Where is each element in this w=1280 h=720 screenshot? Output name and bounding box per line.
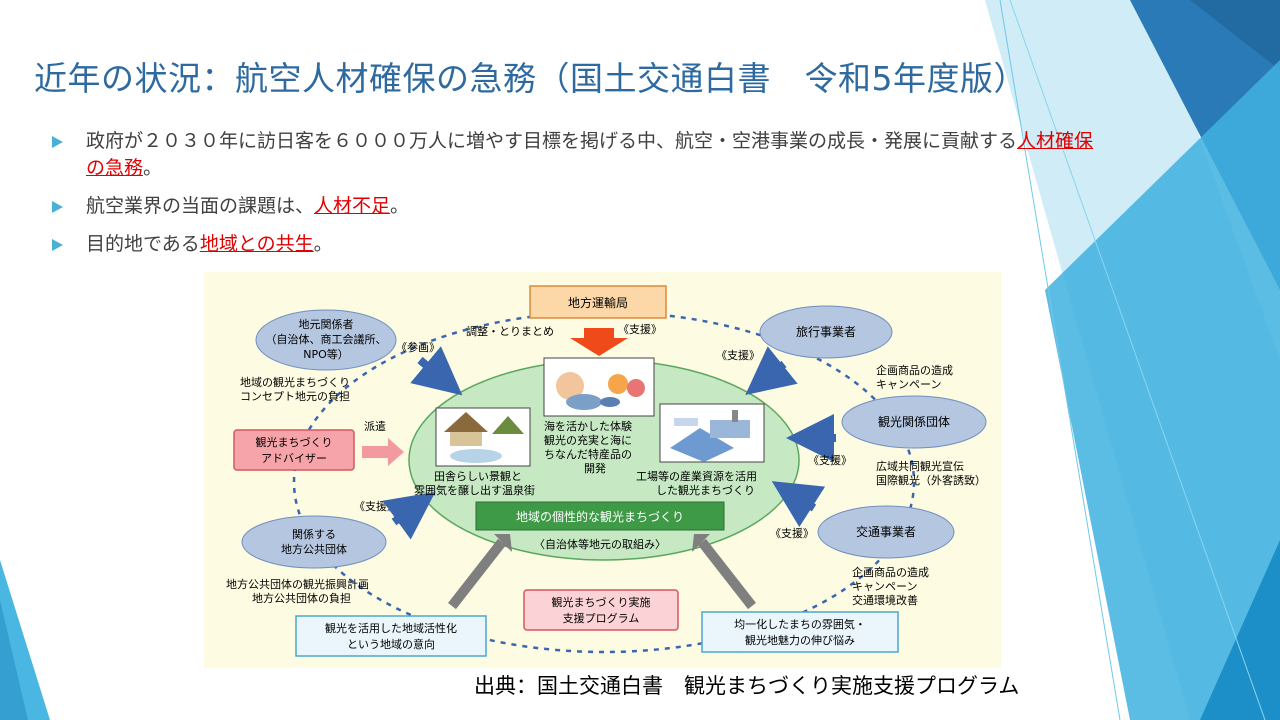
rural-text-2: 雰囲気を醸し出す温泉街 — [414, 483, 535, 497]
advisor-label-2: アドバイザー — [261, 452, 327, 465]
gray-arrow — [448, 538, 506, 610]
bullet-arrow-icon — [52, 136, 63, 148]
gov-note-2: 地方公共団体の負担 — [252, 591, 351, 605]
gray-arrow-head — [692, 534, 710, 552]
bullet-item: 政府が２０３０年に訪日客を６０００万人に増やす目標を掲げる中、航空・空港事業の成… — [50, 128, 1110, 182]
source-citation: 出典：国土交通白書 観光まちづくり実施支援プログラム — [474, 674, 1020, 698]
rural-text-1: 田舎らしい景観と — [434, 469, 522, 483]
decor-shape — [1200, 540, 1280, 720]
bullet-item: 航空業界の当面の課題は、人材不足。 — [50, 193, 1110, 220]
decor-shape — [1045, 60, 1280, 720]
sea-text-3: ちなんだ特産品の — [544, 447, 632, 461]
bullet-text: 航空業界の当面の課題は、 — [86, 195, 315, 217]
bullet-arrow-icon — [52, 201, 63, 213]
dispatch-label: 派遣 — [364, 419, 386, 433]
program-label-1: 観光まちづくり実施 — [552, 595, 651, 609]
bullet-highlight: 地域との共生 — [199, 233, 314, 255]
travel-agency-ellipse — [759, 305, 893, 359]
support-label: 《支援》 — [808, 453, 852, 467]
transport-note-2: キャンペーン — [852, 580, 917, 593]
bullet-text-end: 。 — [143, 157, 163, 179]
transport-ellipse — [817, 505, 955, 559]
bullet-text-end: 。 — [313, 233, 333, 255]
transport-note-3: 交通環境改善 — [852, 593, 918, 607]
center-sub-label: 〈自治体等地元の取組み〉 — [534, 537, 666, 551]
bullet-highlight: 人材不足 — [314, 195, 391, 217]
blue-arrow — [745, 346, 798, 395]
regional-bureau-box — [529, 285, 667, 319]
tourism-groups-ellipse — [841, 395, 987, 449]
local-government-ellipse — [241, 515, 387, 569]
decor-shape — [1150, 0, 1280, 70]
transport-note-1: 企画商品の造成 — [852, 565, 929, 579]
travel-note-1: 企画商品の造成 — [876, 363, 953, 377]
advisor-label-1: 観光まちづくり — [256, 435, 333, 449]
gray-arrow — [698, 538, 756, 610]
gov-note-1: 地方公共団体の観光振興計画 — [226, 577, 369, 591]
center-bar — [475, 501, 725, 531]
local-stakeholders-sub: （自治体、商工会議所、 — [266, 332, 387, 346]
bullet-list: 政府が２０３０年に訪日客を６０００万人に増やす目標を掲げる中、航空・空港事業の成… — [50, 128, 1110, 269]
rural-illustration — [435, 407, 531, 467]
factory-text-1: 工場等の産業資源を活用 — [636, 469, 757, 483]
local-note-2: コンセプト地元の負担 — [240, 389, 350, 403]
outer-ring — [292, 310, 916, 654]
support-label: 《支援》 — [770, 526, 814, 540]
tourism-groups-label: 観光関係団体 — [878, 415, 950, 429]
down-arrow — [570, 328, 628, 356]
local-stakeholders-npo: NPO等） — [303, 347, 349, 361]
sea-text-2: 観光の充実と海に — [544, 433, 632, 447]
bullet-text: 目的地である — [86, 233, 200, 255]
travel-note-2: キャンペーン — [876, 378, 941, 391]
local-stakeholders-title: 地元関係者 — [299, 318, 354, 331]
decor-line — [1009, 0, 1266, 720]
tourism-note-2: 国際観光（外客誘致） — [876, 473, 986, 487]
slide-title: 近年の状況：航空人材確保の急務（国土交通白書 令和5年度版） — [34, 59, 1027, 98]
tourism-diagram: 地方運輸局 調整・とりまとめ 《支援》 地元関係者 （自治体、商工会議所、 NP… — [204, 272, 1001, 668]
pink-arrow — [362, 438, 404, 466]
sea-illustration — [543, 357, 655, 417]
advisor-box — [233, 429, 355, 471]
gray-arrow-head — [494, 534, 512, 552]
intent-label-1: 観光を活用した地域活性化 — [325, 621, 457, 635]
factory-text-2: した観光まちづくり — [656, 483, 755, 497]
intent-box — [295, 615, 487, 657]
blue-arrow — [410, 346, 463, 396]
transport-label: 交通事業者 — [856, 524, 916, 539]
decor-shape — [0, 600, 28, 720]
program-label-2: 支援プログラム — [563, 611, 640, 625]
sea-text-4: 開発 — [584, 461, 606, 475]
intent-label-2: という地域の意向 — [347, 637, 435, 651]
support-label: 《支援》 — [716, 348, 760, 362]
local-stakeholders-ellipse — [255, 309, 397, 371]
support-label: 《支援》 — [618, 322, 662, 336]
issue-label-2: 観光地魅力の伸び悩み — [745, 633, 855, 647]
participate-label: 《参画》 — [396, 340, 440, 354]
regional-bureau-label: 地方運輸局 — [568, 295, 628, 310]
blue-arrow — [382, 491, 436, 540]
travel-agency-label: 旅行事業者 — [796, 325, 856, 339]
issue-box — [701, 611, 899, 653]
center-bar-label: 地域の個性的な観光まちづくり — [516, 509, 684, 524]
local-note-1: 地域の観光まちづくり — [240, 375, 350, 389]
bullet-text: 政府が２０３０年に訪日客を６０００万人に増やす目標を掲げる中、航空・空港事業の成… — [86, 130, 1018, 152]
local-government-label-1: 関係する — [292, 528, 336, 541]
decor-line — [999, 0, 1121, 720]
bullet-text-end: 。 — [390, 195, 410, 217]
tourism-note-1: 広域共同観光宣伝 — [876, 459, 964, 473]
sea-text-1: 海を活かした体験 — [544, 419, 632, 433]
bullet-arrow-icon — [52, 239, 63, 251]
issue-label-1: 均一化したまちの雰囲気・ — [734, 617, 866, 631]
bullet-item: 目的地である地域との共生。 — [50, 231, 1110, 258]
local-government-label-2: 地方公共団体 — [281, 542, 347, 556]
support-label: 《支援》 — [354, 499, 398, 513]
bullet-highlight: 人材確保の急務 — [86, 130, 1094, 179]
factory-illustration — [659, 403, 765, 463]
blue-arrow — [771, 481, 826, 528]
program-box — [523, 589, 679, 631]
coordination-label: 調整・とりまとめ — [466, 324, 554, 338]
